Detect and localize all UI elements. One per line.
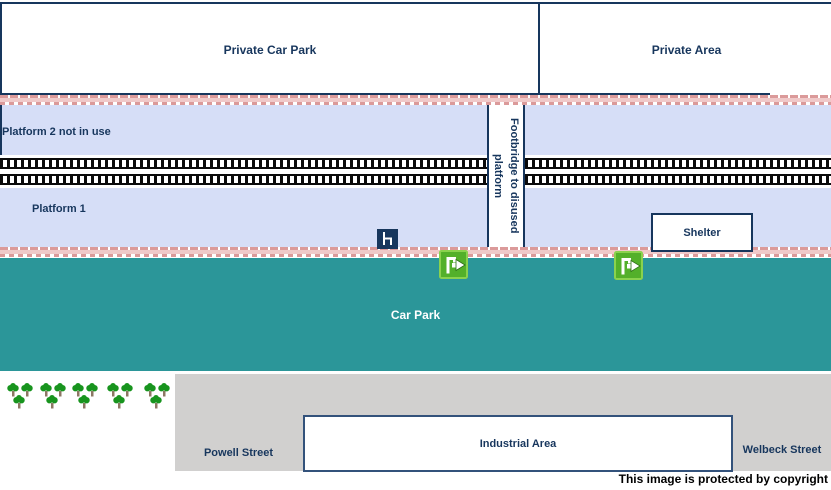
tree-cluster xyxy=(40,383,67,409)
tree-icon xyxy=(21,383,33,397)
tree-icon xyxy=(40,383,52,397)
tree-icon xyxy=(144,383,156,397)
industrial-area: Industrial Area xyxy=(303,415,733,472)
tree-icon xyxy=(78,395,90,409)
platform2-left-border xyxy=(0,105,2,172)
welbeck-street-label: Welbeck Street xyxy=(742,444,822,456)
tree-icon xyxy=(158,383,170,397)
copyright-notice: This image is protected by copyright xyxy=(618,472,828,486)
shelter-label: Shelter xyxy=(683,226,721,239)
tree-icon xyxy=(150,395,162,409)
tree-cluster xyxy=(7,383,34,409)
tree-cluster xyxy=(144,383,171,409)
car-park-label: Car Park xyxy=(390,307,441,322)
exit-icon xyxy=(439,250,468,279)
shelter-box: Shelter xyxy=(651,213,753,252)
private-area: Private Area xyxy=(538,4,831,95)
private-car-park-area: Private Car Park xyxy=(2,4,538,95)
tree-icon xyxy=(86,383,98,397)
tree-icon xyxy=(72,383,84,397)
track-icon xyxy=(0,158,831,169)
industrial-area-label: Industrial Area xyxy=(479,437,557,450)
tree-cluster xyxy=(107,383,134,409)
private-zones-bottom-border xyxy=(0,93,770,95)
private-car-park-label: Private Car Park xyxy=(223,42,317,57)
tree-icon xyxy=(54,383,66,397)
footbridge: Footbridge to disused platform xyxy=(487,105,525,247)
boundary-fence-top xyxy=(0,95,831,105)
tree-icon xyxy=(107,383,119,397)
private-area-label: Private Area xyxy=(651,42,722,57)
platform1-label: Platform 1 xyxy=(32,203,86,215)
boundary-fence-bottom xyxy=(0,247,831,258)
car-park-area: Car Park xyxy=(0,258,831,371)
private-zones: Private Car Park Private Area xyxy=(0,2,831,95)
powell-street-label: Powell Street xyxy=(203,447,274,459)
tree-icon xyxy=(113,395,125,409)
tree-icon xyxy=(121,383,133,397)
tree-icon xyxy=(46,395,58,409)
exit-icon xyxy=(614,251,643,280)
bench-icon xyxy=(377,229,398,249)
tree-icon xyxy=(13,395,25,409)
footbridge-label: Footbridge to disused platform xyxy=(492,118,520,234)
tree-icon xyxy=(7,383,19,397)
tree-cluster xyxy=(72,383,99,409)
track-icon xyxy=(0,174,831,185)
railway-track xyxy=(0,155,831,188)
platform2-label: Platform 2 not in use xyxy=(2,126,111,138)
